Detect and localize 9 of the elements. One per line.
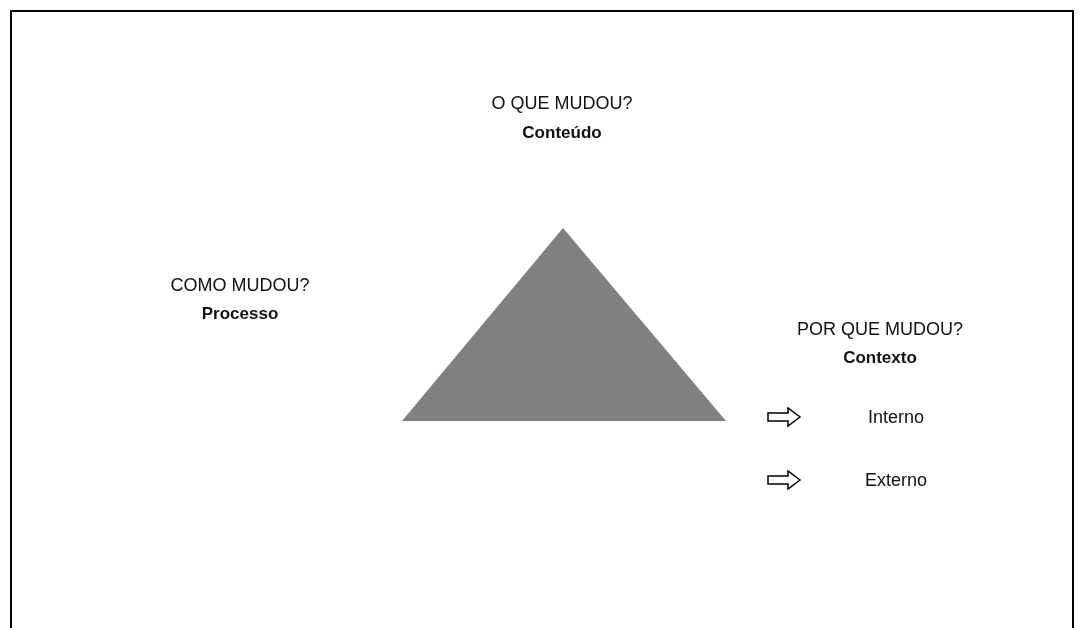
heading-label: Contexto (843, 347, 917, 369)
question-label: POR QUE MUDOU? (797, 318, 963, 340)
question-label: O QUE MUDOU? (491, 92, 633, 114)
item-label: Interno (868, 406, 924, 428)
question-label: COMO MUDOU? (170, 274, 310, 296)
item-label: Externo (865, 469, 927, 491)
heading-label: Processo (201, 303, 279, 325)
heading-label: Conteúdo (522, 122, 602, 144)
triangle-shape (402, 228, 726, 421)
